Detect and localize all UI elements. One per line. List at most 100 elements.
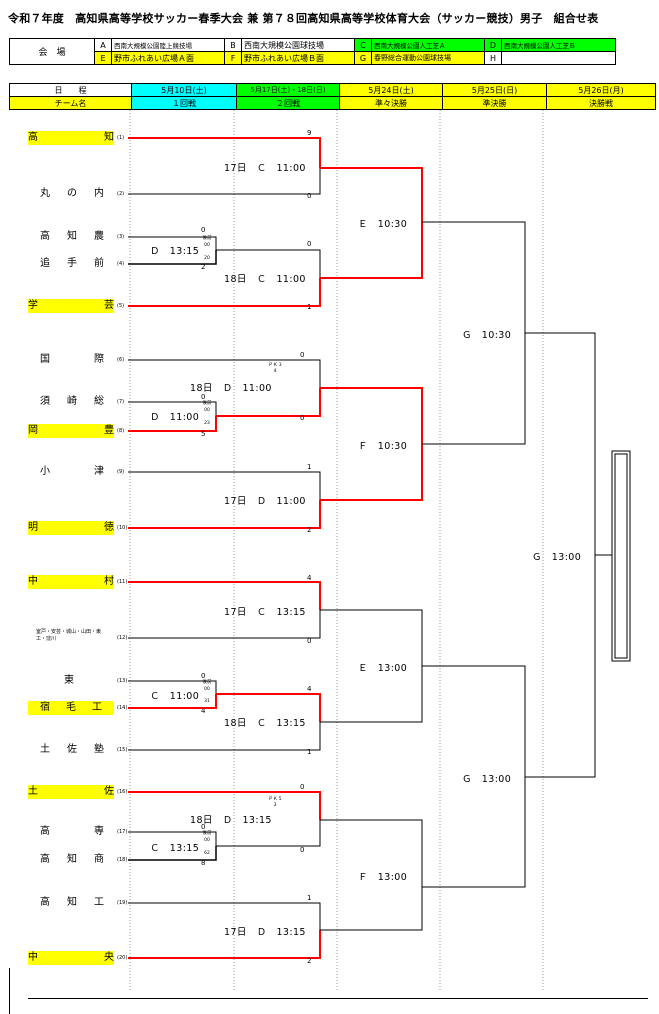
score: 1 [307,303,312,311]
score: 4 [307,574,312,582]
score-detail: 後前 [202,401,212,406]
page-title: 令和７年度 高知県高等学校サッカー春季大会 兼 第７８回高知県高等学校体育大会（… [8,12,599,25]
score: 0 [300,414,305,422]
match-time: Ｆ 13:00 [358,872,408,883]
team-name: 中村 [28,575,114,589]
score: 0 [300,783,305,791]
venue-schedule-table: 会 場 A 西南大規模公園陸上競技場 B 西南大規模公園球技場 C 西南大規模公… [9,38,616,65]
match-time: Ｃ 13:15 [150,843,200,854]
team-name: 東 [64,675,74,686]
score-detail: 00 [204,408,210,413]
round-name: 決勝戦 [546,96,656,110]
score: 9 [307,129,312,137]
score: 1 [307,894,312,902]
score-detail: 31 [204,699,210,704]
score-detail: 後前 [202,831,212,836]
venue-code: E [94,51,112,65]
team-name: 岡豊 [28,424,114,438]
venue-label: 会 場 [9,38,95,65]
score: 2 [201,263,206,271]
team-number: (8) [117,428,125,434]
team-number: (14) [117,705,128,711]
match-time: Ｄ 11:00 [150,412,200,423]
team-name: 中央 [28,951,114,965]
score: 1 [307,463,312,471]
team-name: 学芸 [28,299,114,313]
bottom-rule [28,998,648,999]
venue-name: 西南大規模公園人工芝Ｂ [501,38,616,52]
score: 0 [307,637,312,645]
match-time: 18日 Ｃ 13:15 [224,718,306,729]
score: 2 [307,957,312,965]
score: 0 [201,226,206,234]
match-time: Ｆ 10:30 [358,441,408,452]
team-number: (11) [117,579,128,585]
round-name: 準々決勝 [339,96,443,110]
team-name: 土佐 [28,785,114,799]
venue-code: F [224,51,242,65]
team-number: (13) [117,678,128,684]
match-time: Ｇ 10:30 [462,330,512,341]
team-number: (12) [117,635,128,641]
venue-name: 野市ふれあい広場Ｂ面 [241,51,355,65]
team-name: 高知工 [40,897,104,908]
score-detail: 00 [204,687,210,692]
score: 2 [307,526,312,534]
match-time: Ｇ 13:00 [532,552,582,563]
team-name: 高専 [40,826,104,837]
team-number: (5) [117,303,125,309]
score: 1 [307,748,312,756]
score: 8 [201,859,206,867]
score: 4 [307,685,312,693]
venue-code: G [354,51,372,65]
match-time: 17日 Ｄ 13:15 [224,927,306,938]
score: 0 [201,393,206,401]
venue-name: 西南大規模公園人工芝Ａ [371,38,485,52]
round-name: ２回戦 [236,96,340,110]
match-time: 18日 Ｃ 11:00 [224,274,306,285]
match-time: 17日 Ｄ 11:00 [224,496,306,507]
match-time: Ｅ 13:00 [358,663,408,674]
team-number: (15) [117,747,128,753]
team-name: 追手前 [40,258,104,269]
match-time: 18日 Ｄ 11:00 [190,383,272,394]
team-number: (4) [117,261,125,267]
left-rule [9,968,10,1014]
score: 0 [300,351,305,359]
score-detail: 20 [204,256,210,261]
score: 5 [201,430,206,438]
match-time: Ｅ 10:30 [358,219,408,230]
round-schedule-table: 日 程 5月10日(土) 5月17日(土)・18日(日) 5月24日(土) 5月… [9,83,656,110]
venue-name: 春野総合運動公園球技場 [371,51,485,65]
match-time: 18日 Ｄ 13:15 [190,815,272,826]
score-detail: 62 [204,851,210,856]
score-detail: 00 [204,838,210,843]
score-detail: 後前 [202,236,212,241]
team-number: (16) [117,789,128,795]
team-name: 丸の内 [40,188,104,199]
team-name: 明徳 [28,521,114,535]
team-name: 国際 [40,354,104,365]
pk-score: ＰＫ 3 4 [268,363,282,374]
round-date: 5月25日(日) [442,83,547,97]
team-number: (1) [117,135,125,141]
score: 0 [307,240,312,248]
team-name: 小津 [40,466,104,477]
score: 0 [201,823,206,831]
round-date: 5月26日(月) [546,83,656,97]
team-number: (3) [117,234,125,240]
team-name-multi: 室戸・安芸・城山・山田・東工・窪川 [36,629,102,642]
team-number: (19) [117,900,128,906]
team-name: 宿毛工 [28,701,114,715]
venue-code: D [484,38,502,52]
team-line-winner [128,137,321,168]
champion-box [611,450,631,662]
team-name: 須崎総 [40,396,104,407]
score: 4 [201,707,206,715]
match-time: Ｃ 11:00 [150,691,200,702]
match-time: Ｄ 13:15 [150,246,200,257]
round-name: 準決勝 [442,96,547,110]
score: 0 [300,846,305,854]
team-number: (9) [117,469,125,475]
